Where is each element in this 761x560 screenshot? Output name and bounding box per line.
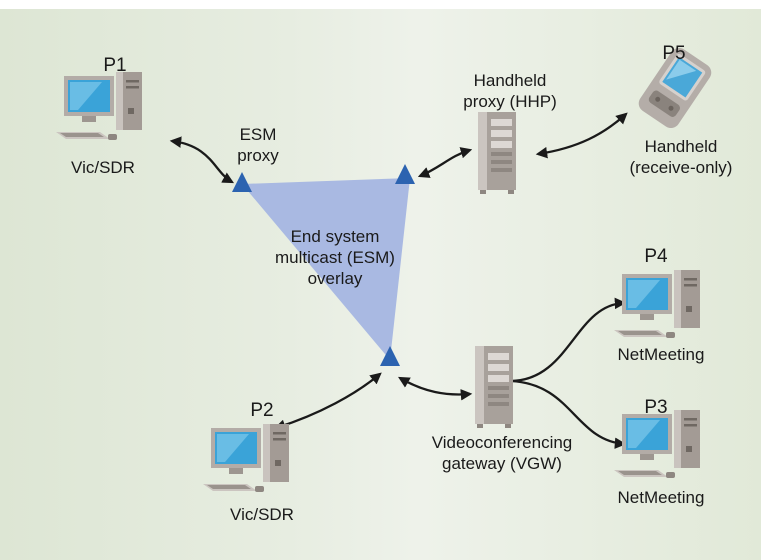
esm-proxy-label-line2: proxy <box>237 146 279 165</box>
p3-computer-icon <box>614 410 700 478</box>
esm-hhp-link <box>417 147 473 178</box>
p4-caption: NetMeeting <box>617 345 705 364</box>
top-frame-band <box>0 0 761 9</box>
hhp-label-line1: Handheld <box>473 71 547 90</box>
p1-esm-link <box>169 136 235 184</box>
overlay-label-line2: multicast (ESM) <box>275 248 395 267</box>
handheld-device-icon <box>638 47 712 129</box>
p2-caption: Vic/SDR <box>230 505 294 524</box>
p5-id-label: P5 <box>662 43 686 64</box>
hhp-p5-link <box>535 112 628 159</box>
esm-proxy-marker <box>232 172 252 192</box>
vgw-label-line2: gateway (VGW) <box>442 454 562 473</box>
p2-computer-icon <box>203 424 289 492</box>
p4-computer-icon <box>614 270 700 338</box>
vgw-server-icon <box>475 346 513 428</box>
p3-id-label: P3 <box>644 397 668 418</box>
p2-esm-link <box>273 372 382 431</box>
hhp-label-line2: proxy (HHP) <box>463 92 557 111</box>
p1-computer-icon <box>56 72 142 140</box>
overlay-label-line3: overlay <box>307 269 363 288</box>
esm-overlay-area <box>242 178 410 360</box>
p5-caption-line2: (receive-only) <box>629 158 733 177</box>
vgw-p3-link <box>510 379 627 449</box>
p2-id-label: P2 <box>250 400 274 421</box>
esm-proxy-label-line1: ESM <box>239 125 277 144</box>
esm-vgw-link <box>398 376 473 401</box>
overlay-label-line1: End system <box>290 227 380 246</box>
p1-id-label: P1 <box>103 55 127 76</box>
p4-id-label: P4 <box>644 246 668 267</box>
p3-caption: NetMeeting <box>617 488 705 507</box>
vgw-p4-link <box>510 297 627 383</box>
vgw-overlay-marker <box>380 346 400 366</box>
p5-caption-line1: Handheld <box>644 137 718 156</box>
hhp-server-icon <box>478 112 516 194</box>
vgw-label-line1: Videoconferencing <box>431 433 573 452</box>
p1-caption: Vic/SDR <box>71 158 135 177</box>
hhp-overlay-marker <box>395 164 415 184</box>
